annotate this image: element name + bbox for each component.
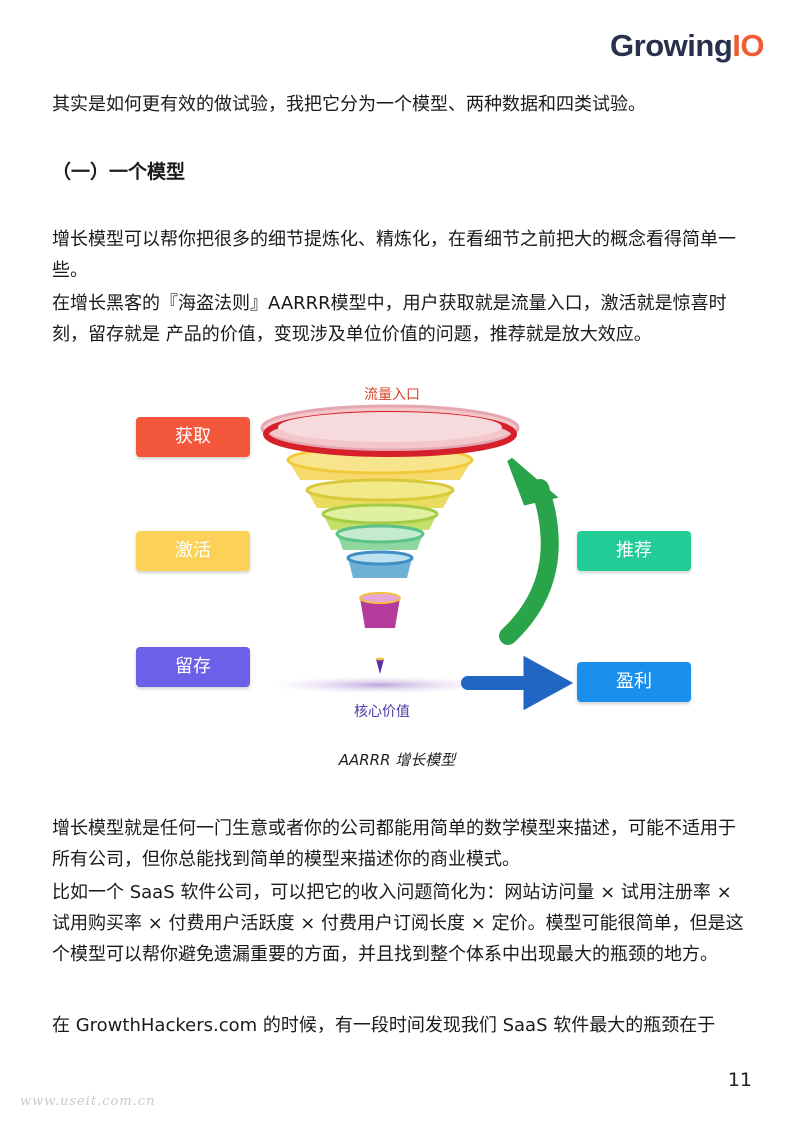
aarrr-funnel-figure: 流量入口 核心价值 获取 激活 留存 推荐 盈利 xyxy=(130,378,700,723)
saas-paragraph-2: 比如一个 SaaS 软件公司，可以把它的收入问题简化为：网站访问量 × 试用注册… xyxy=(52,882,744,965)
revenue-arrow xyxy=(461,655,574,711)
referral-arrow xyxy=(499,457,559,645)
growingio-logo: GrowingIO xyxy=(610,28,764,64)
stage-revenue: 盈利 xyxy=(577,662,691,702)
intro-paragraph: 其实是如何更有效的做试验，我把它分为一个模型、两种数据和四类试验。 xyxy=(52,94,646,115)
stage-retention: 留存 xyxy=(136,647,250,687)
stage-acquisition: 获取 xyxy=(136,417,250,457)
watermark: www.useit.com.cn xyxy=(20,1094,156,1109)
funnel-top-rim xyxy=(260,404,520,457)
stage-activation: 激活 xyxy=(136,531,250,571)
funnel-bottom-label: 核心价值 xyxy=(354,704,410,720)
aarrr-paragraph: 在增长黑客的『海盗法则』AARRR模型中，用户获取就是流量入口，激活就是惊喜时刻… xyxy=(52,293,727,345)
section-heading: （一）一个模型 xyxy=(52,161,186,183)
growthhackers-paragraph: 在 GrowthHackers.com 的时候，有一段时间发现我们 SaaS 软… xyxy=(52,1015,716,1036)
logo-main-text: Growing xyxy=(610,28,733,63)
funnel-top-label: 流量入口 xyxy=(364,387,420,403)
saas-paragraph-1: 增长模型就是任何一门生意或者你的公司都能用简单的数学模型来描述，可能不适用于所有… xyxy=(52,818,736,870)
logo-accent-text: IO xyxy=(732,28,764,63)
funnel-body xyxy=(286,445,474,674)
stage-referral: 推荐 xyxy=(577,531,691,571)
model-paragraph: 增长模型可以帮你把很多的细节提炼化、精炼化，在看细节之前把大的概念看得简单一些。 xyxy=(52,229,736,281)
page-number: 11 xyxy=(727,1069,752,1091)
funnel-base-shadow xyxy=(268,676,492,694)
funnel-graphic xyxy=(260,404,574,711)
figure-caption: AARRR 增长模型 xyxy=(338,751,456,769)
